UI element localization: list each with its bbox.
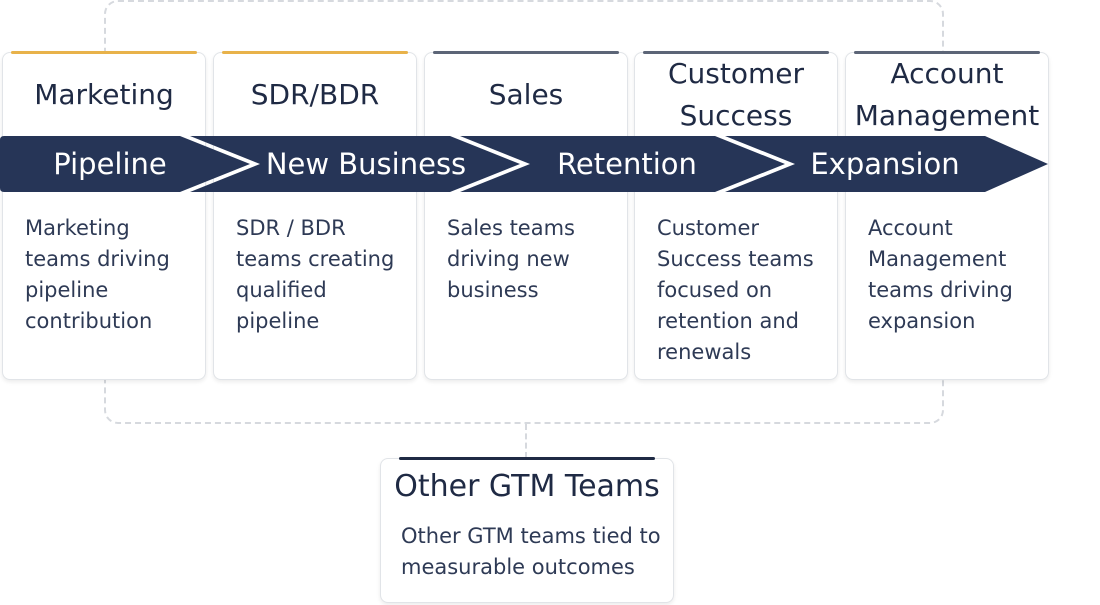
stage-label-retention: Retention (557, 147, 697, 181)
team-title: Customer Success (667, 57, 804, 132)
team-description: Account Management teams driving expansi… (868, 216, 1013, 333)
stage-label-expansion: Expansion (810, 147, 960, 181)
team-description: SDR / BDR teams creating qualified pipel… (236, 216, 395, 333)
team-card-other-gtm: Other GTM Teams Other GTM teams tied to … (380, 457, 674, 603)
stage-label-pipeline: Pipeline (53, 147, 167, 181)
team-description: Sales teams driving new business (447, 216, 575, 302)
card-accent-bar (11, 51, 197, 54)
team-title: Sales (488, 78, 564, 111)
team-card-customer-success: Customer Success Customer Success teams … (634, 51, 838, 380)
team-description: Marketing teams driving pipeline contrib… (25, 216, 170, 333)
card-accent-bar (854, 51, 1040, 54)
stage-chevron-pipeline (0, 136, 250, 192)
stage-chevron-retention (460, 136, 785, 192)
team-description: Customer Success teams focused on retent… (657, 216, 814, 364)
stage-chevrons (0, 136, 1048, 192)
team-card-account-management: Account Management Account Management te… (845, 51, 1049, 380)
team-description: Other GTM teams tied to measurable outco… (401, 524, 661, 579)
stage-chevron-new-business (190, 136, 520, 192)
stage-label-new-business: New Business (265, 147, 467, 181)
stage-arrow-band: Pipeline New Business Retention Expansio… (0, 136, 1100, 192)
team-title: Marketing (34, 78, 174, 111)
team-card-sales: Sales Sales teams driving new business (424, 51, 628, 380)
card-accent-bar (399, 457, 655, 460)
card-accent-bar (222, 51, 408, 54)
card-accent-bar (433, 51, 619, 54)
card-accent-bar (643, 51, 829, 54)
team-title: Account Management (854, 57, 1040, 132)
team-title: SDR/BDR (250, 78, 380, 111)
team-title: Other GTM Teams (394, 469, 660, 504)
team-card-sdr-bdr: SDR/BDR SDR / BDR teams creating qualifi… (213, 51, 417, 380)
stage-chevron-expansion (725, 136, 1048, 192)
group-connector-line (525, 424, 527, 458)
team-card-marketing: Marketing Marketing teams driving pipeli… (2, 51, 206, 380)
